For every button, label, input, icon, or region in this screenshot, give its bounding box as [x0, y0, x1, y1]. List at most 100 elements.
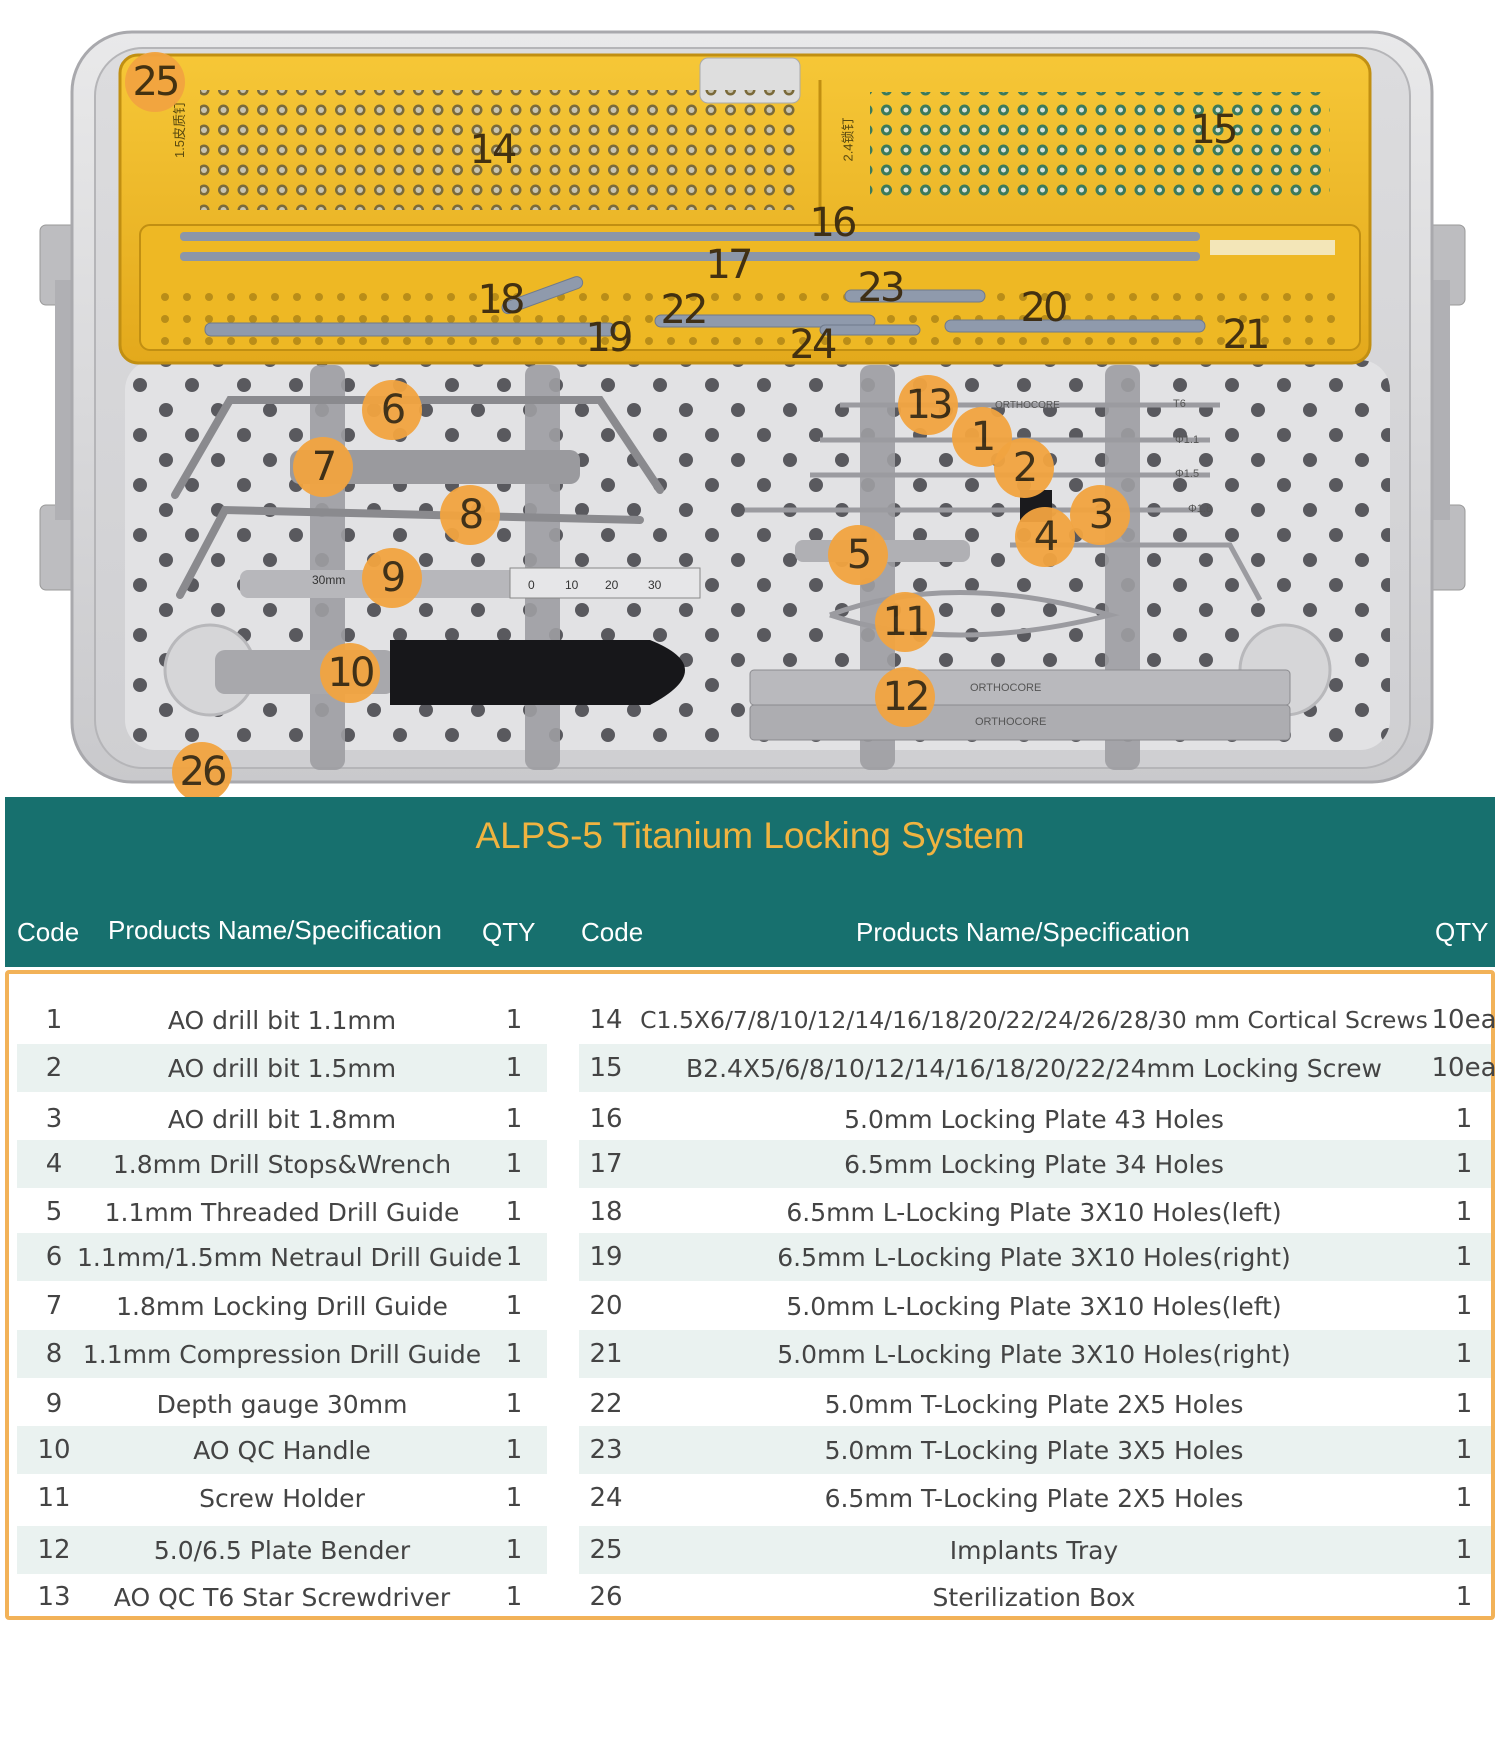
callout-16: 16 — [809, 200, 858, 246]
cell-qty: 1 — [1455, 1149, 1473, 1179]
cell-name: B2.4X5/6/8/10/12/14/16/18/20/22/24mm Loc… — [686, 1053, 1382, 1083]
cell-name: 5.0mm L-Locking Plate 3X10 Holes(left) — [786, 1291, 1282, 1321]
cell-code: 18 — [589, 1197, 623, 1227]
callout-5: 5 — [828, 525, 888, 585]
cell-code: 24 — [589, 1483, 623, 1513]
cell-name: 6.5mm Locking Plate 34 Holes — [844, 1149, 1224, 1179]
cell-name: 1.8mm Locking Drill Guide — [116, 1291, 448, 1321]
callout-8: 8 — [440, 485, 500, 545]
cell-name: 5.0/6.5 Plate Bender — [153, 1535, 411, 1565]
cell-qty: 1 — [505, 1104, 523, 1134]
header-name-right: Products Name/Specification — [856, 917, 1190, 947]
cell-qty: 1 — [505, 1149, 523, 1179]
header-qty-right: QTY — [1435, 917, 1489, 947]
callout-15: 15 — [1190, 107, 1239, 153]
cell-name: AO drill bit 1.5mm — [167, 1053, 397, 1083]
cell-code: 10 — [37, 1435, 71, 1465]
cell-qty: 1 — [1455, 1582, 1473, 1612]
cell-code: 19 — [589, 1242, 623, 1272]
cell-code: 6 — [45, 1242, 63, 1272]
cell-name: AO drill bit 1.8mm — [167, 1104, 397, 1134]
header-code-left: Code — [17, 917, 80, 947]
instrument-tray-photo: 1.5皮质钉 2.4锁钉 ORTHOCORE ORTHOCORE ORTHOCO… — [0, 0, 1500, 802]
table-row: 4 1.8mm Drill Stops&Wrench 1 — [17, 1140, 547, 1188]
table-row: 15 B2.4X5/6/8/10/12/14/16/18/20/22/24mm L… — [579, 1044, 1497, 1092]
callout-3: 3 — [1070, 485, 1130, 545]
cell-qty: 1 — [505, 1291, 523, 1321]
cell-qty: 1 — [505, 1582, 523, 1612]
cell-name: 5.0mm T-Locking Plate 2X5 Holes — [824, 1389, 1244, 1419]
cell-name: Screw Holder — [199, 1483, 365, 1513]
cell-name: 1.1mm/1.5mm Netraul Drill Guide — [77, 1242, 503, 1272]
cell-qty: 1 — [1455, 1291, 1473, 1321]
cell-code: 1 — [45, 1005, 63, 1035]
cell-name: 5.0mm Locking Plate 43 Holes — [844, 1104, 1224, 1134]
callout-21: 21 — [1222, 312, 1271, 358]
header-code-right: Code — [581, 917, 644, 947]
callout-7: 7 — [293, 437, 353, 497]
cell-qty: 1 — [505, 1389, 523, 1419]
callout-4: 4 — [1015, 507, 1075, 567]
cell-name: 1.8mm Drill Stops&Wrench — [112, 1149, 452, 1179]
cell-code: 26 — [589, 1582, 623, 1612]
cell-code: 23 — [589, 1435, 623, 1465]
cell-name: 6.5mm L-Locking Plate 3X10 Holes(left) — [786, 1197, 1282, 1227]
cell-qty: 1 — [505, 1435, 523, 1465]
scale-20: 20 — [605, 578, 619, 592]
callout-13: 13 — [898, 375, 958, 435]
scale-30: 30 — [648, 578, 662, 592]
callout-10: 10 — [320, 643, 380, 703]
callout-14: 14 — [469, 127, 518, 173]
cell-qty: 1 — [505, 1339, 523, 1369]
screwdriver-brand: ORTHOCORE — [995, 400, 1060, 411]
cell-qty: 1 — [505, 1005, 523, 1035]
cell-name: 6.5mm L-Locking Plate 3X10 Holes(right) — [777, 1242, 1291, 1272]
callout-2: 2 — [994, 438, 1054, 498]
cell-qty: 1 — [1455, 1197, 1473, 1227]
cell-name: Depth gauge 30mm — [156, 1389, 408, 1419]
cell-qty: 1 — [1455, 1435, 1473, 1465]
callout-23: 23 — [857, 265, 906, 311]
table-row: 10 AO QC Handle 1 — [17, 1426, 547, 1474]
callout-22: 22 — [660, 287, 709, 333]
cell-code: 9 — [45, 1389, 63, 1419]
cell-qty: 1 — [505, 1242, 523, 1272]
label-d15: Φ1.5 — [1175, 468, 1200, 480]
callout-12: 12 — [875, 667, 935, 727]
label-t6: T6 — [1173, 398, 1186, 410]
depth-gauge-label: 30mm — [312, 573, 346, 587]
cell-name: AO QC Handle — [193, 1435, 371, 1465]
cell-name: 1.1mm Compression Drill Guide — [82, 1339, 482, 1369]
callout-6: 6 — [362, 380, 422, 440]
scale-0: 0 — [528, 578, 535, 592]
label-d11: Φ1.1 — [1175, 434, 1200, 446]
cell-code: 11 — [37, 1483, 71, 1513]
callout-19: 19 — [585, 315, 634, 361]
callout-11: 11 — [875, 592, 935, 652]
tray-label-locking: 2.4锁钉 — [840, 117, 856, 162]
cell-name: 1.1mm Threaded Drill Guide — [104, 1197, 460, 1227]
table-row: 18 6.5mm L-Locking Plate 3X10 Holes(left)… — [579, 1188, 1491, 1236]
cell-code: 15 — [589, 1053, 623, 1083]
cell-code: 12 — [37, 1535, 71, 1565]
cell-qty: 10ea — [1431, 1005, 1497, 1035]
cell-code: 4 — [45, 1149, 63, 1179]
callout-20: 20 — [1020, 285, 1069, 331]
cell-code: 5 — [45, 1197, 63, 1227]
table-title: ALPS-5 Titanium Locking System — [475, 815, 1025, 856]
cell-name: AO QC T6 Star Screwdriver — [113, 1582, 451, 1612]
callout-26: 26 — [172, 742, 232, 802]
table-header-band: ALPS-5 Titanium Locking System Code Prod… — [5, 797, 1495, 967]
